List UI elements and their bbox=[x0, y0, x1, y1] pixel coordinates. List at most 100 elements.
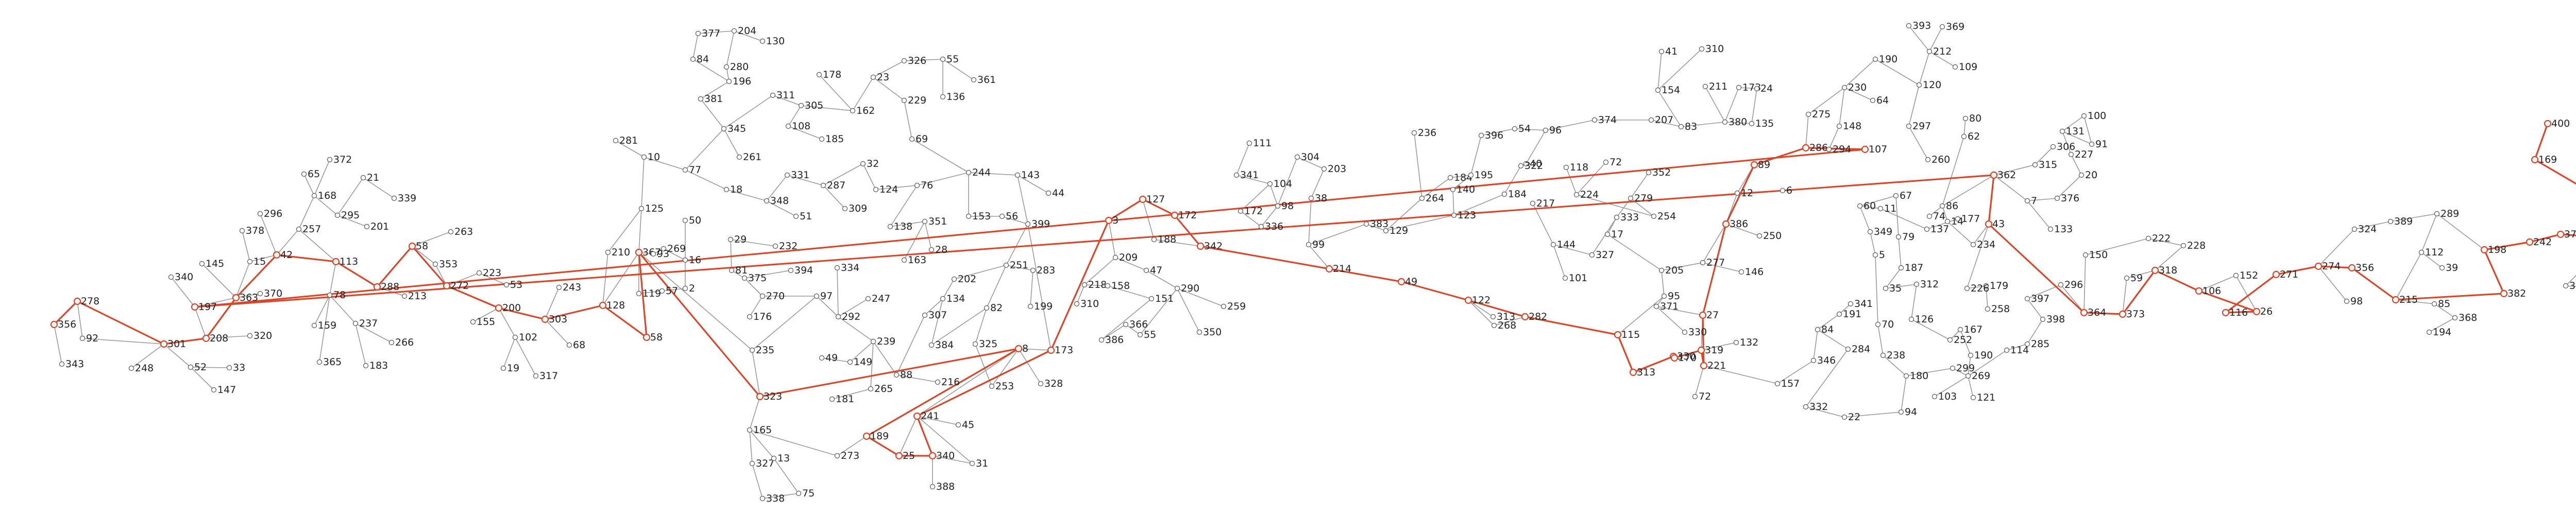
graph-node bbox=[239, 228, 245, 234]
graph-node bbox=[1970, 242, 1976, 248]
graph-node bbox=[914, 182, 920, 188]
node-label: 268 bbox=[1498, 320, 1516, 331]
graph-node bbox=[296, 226, 302, 232]
route-edge bbox=[335, 261, 378, 288]
graph-edge bbox=[904, 100, 912, 140]
node-label: 214 bbox=[1333, 263, 1351, 274]
route-edge bbox=[2083, 312, 2123, 315]
node-label: 144 bbox=[1557, 239, 1575, 250]
graph-edge bbox=[337, 177, 364, 216]
graph-node bbox=[2089, 141, 2095, 147]
graph-edge bbox=[1973, 224, 1989, 245]
graph-node bbox=[168, 274, 174, 280]
graph-edge bbox=[1101, 324, 1126, 340]
node-label: 252 bbox=[1954, 334, 1972, 346]
graph-edge bbox=[899, 416, 918, 456]
node-label: 54 bbox=[1518, 123, 1531, 134]
graph-node bbox=[1950, 365, 1956, 371]
graph-edge bbox=[1421, 177, 1451, 199]
graph-edge bbox=[329, 261, 336, 296]
graph-edge bbox=[638, 252, 753, 351]
graph-edge bbox=[1450, 175, 1471, 178]
graph-edge bbox=[932, 455, 973, 464]
node-label: 386 bbox=[1105, 334, 1124, 346]
graph-node bbox=[1014, 172, 1021, 178]
node-label: 31 bbox=[976, 458, 988, 469]
route-edge bbox=[446, 285, 499, 309]
graph-node bbox=[747, 314, 753, 320]
node-label: 224 bbox=[1580, 189, 1599, 200]
graph-edge bbox=[2035, 146, 2054, 165]
graph-edge bbox=[838, 316, 874, 342]
node-label: 239 bbox=[877, 336, 895, 347]
node-label: 374 bbox=[1598, 114, 1617, 126]
node-label: 76 bbox=[921, 180, 933, 191]
graph-node bbox=[1267, 181, 1273, 187]
graph-edge bbox=[1481, 128, 1515, 136]
graph-edge bbox=[723, 95, 773, 129]
node-label: 79 bbox=[1902, 231, 1914, 243]
graph-edge bbox=[1911, 284, 1917, 320]
node-label: 18 bbox=[730, 184, 742, 195]
graph-edge bbox=[734, 30, 763, 42]
graph-edge bbox=[1297, 157, 1325, 169]
graph-edge bbox=[1960, 329, 1971, 356]
node-label: 301 bbox=[167, 338, 186, 350]
graph-edge bbox=[1115, 257, 1147, 271]
graph-node bbox=[1661, 293, 1667, 299]
graph-node bbox=[1648, 117, 1654, 123]
graph-edge bbox=[968, 172, 1018, 176]
graph-node bbox=[759, 293, 766, 299]
graph-node bbox=[1521, 313, 1529, 321]
graph-node bbox=[1589, 252, 1595, 258]
graph-edge bbox=[1929, 51, 1956, 67]
graph-node bbox=[1802, 144, 1810, 152]
graph-edge bbox=[235, 261, 250, 298]
node-label: 282 bbox=[1529, 311, 1547, 322]
graph-edge bbox=[602, 252, 608, 306]
node-label: 40 bbox=[1530, 158, 1542, 169]
graph-edge bbox=[363, 177, 395, 199]
graph-node bbox=[798, 102, 804, 109]
node-label: 289 bbox=[2441, 208, 2459, 219]
node-label: 393 bbox=[1912, 20, 1931, 31]
graph-node bbox=[363, 363, 369, 369]
graph-edge bbox=[194, 306, 207, 339]
graph-node bbox=[566, 342, 572, 348]
graph-edge bbox=[355, 323, 366, 366]
graph-node bbox=[928, 452, 937, 460]
node-label: 6 bbox=[1786, 185, 1792, 196]
graph-edge bbox=[1656, 306, 1685, 333]
node-label: 59 bbox=[2130, 272, 2143, 284]
node-label: 232 bbox=[779, 241, 798, 252]
graph-node bbox=[928, 342, 935, 348]
graph-edge bbox=[2148, 238, 2184, 246]
graph-edge bbox=[1859, 205, 1881, 209]
node-label: 283 bbox=[1037, 265, 1055, 276]
graph-node bbox=[1722, 119, 1728, 125]
graph-node bbox=[847, 359, 853, 365]
node-label: 265 bbox=[874, 383, 893, 394]
node-label: 383 bbox=[1370, 218, 1388, 230]
node-label: 341 bbox=[1240, 169, 1259, 181]
node-label: 242 bbox=[2533, 236, 2552, 248]
graph-node bbox=[820, 182, 826, 188]
graph-edge bbox=[615, 140, 645, 158]
node-label: 319 bbox=[1705, 345, 1723, 356]
route-edge bbox=[1633, 355, 1674, 373]
node-label: 273 bbox=[841, 450, 859, 461]
graph-edge bbox=[1107, 285, 1152, 299]
route-edge bbox=[2351, 267, 2396, 301]
graph-edge bbox=[1883, 355, 1907, 376]
graph-node bbox=[1968, 352, 1974, 358]
graph-edge bbox=[1154, 239, 1201, 247]
graph-node bbox=[850, 108, 856, 114]
graph-node bbox=[1363, 221, 1369, 227]
graph-edge bbox=[1986, 285, 1988, 310]
graph-edge bbox=[723, 128, 740, 158]
node-label: 91 bbox=[2095, 139, 2108, 150]
node-label: 362 bbox=[1997, 169, 2016, 181]
graph-node bbox=[1903, 373, 1909, 379]
node-label: 21 bbox=[367, 172, 379, 183]
graph-edge bbox=[235, 293, 261, 298]
